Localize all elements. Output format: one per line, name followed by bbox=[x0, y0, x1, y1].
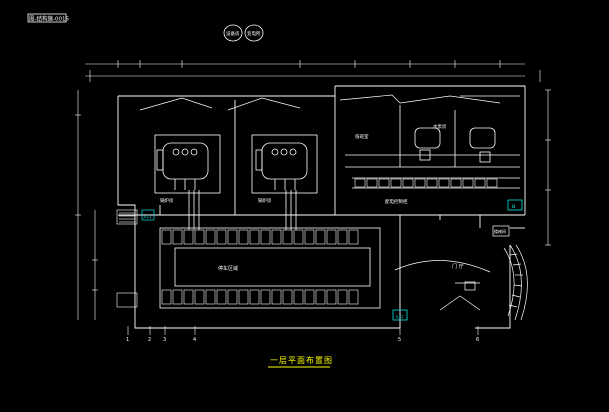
control-room-label: 值班室 bbox=[355, 133, 369, 140]
pump-room-label: 水泵房 bbox=[433, 123, 447, 130]
boiler-room-middle bbox=[251, 134, 318, 230]
left-stair bbox=[116, 209, 155, 308]
right-room-label: 门 厅 bbox=[452, 263, 464, 270]
parking-stalls-bottom bbox=[161, 289, 359, 305]
grid-axis-bottom bbox=[127, 326, 479, 335]
right-stair-ramp bbox=[394, 199, 528, 321]
badge-2: 变电所 bbox=[247, 30, 261, 37]
title-block-code: 图-结构施-0015 bbox=[29, 15, 69, 23]
control-cabinets bbox=[354, 178, 498, 188]
boiler-room-left-label: 锅炉房 bbox=[160, 197, 174, 204]
control-block bbox=[345, 105, 520, 189]
bottom-entry-label: 入口 bbox=[395, 314, 403, 319]
left-entry-label: 入口 bbox=[143, 214, 151, 219]
boiler-room-middle-label: 锅炉房 bbox=[258, 197, 272, 204]
badge-1: 设备房 bbox=[226, 30, 240, 37]
roof-lines bbox=[139, 94, 520, 111]
hall-center-label: 停车区域 bbox=[218, 265, 238, 272]
parking-stalls-top bbox=[161, 229, 359, 245]
drawing-title: 一层平面布置图 bbox=[270, 355, 333, 365]
grid-label-2: 2 bbox=[148, 337, 151, 343]
boiler-room-left bbox=[154, 134, 221, 230]
grid-label-6: 6 bbox=[476, 337, 479, 343]
right-dimension-line bbox=[545, 89, 551, 246]
grid-label-5: 5 bbox=[398, 337, 401, 343]
title-block: 图-结构施-0015 bbox=[27, 13, 69, 23]
grid-label-1: 1 bbox=[126, 337, 129, 343]
tag-b: B bbox=[512, 204, 515, 210]
top-dimension-line bbox=[85, 60, 541, 82]
bottom-entry bbox=[392, 309, 408, 321]
building-outline bbox=[117, 85, 526, 329]
control-panel-label: 配电控制柜 bbox=[385, 198, 408, 205]
central-hall bbox=[159, 227, 381, 309]
grid-label-4: 4 bbox=[193, 337, 196, 343]
grid-label-3: 3 bbox=[163, 337, 166, 343]
stair-room-label: 楼梯间 bbox=[494, 228, 506, 234]
left-dimension-line bbox=[75, 90, 98, 320]
header-badges: 设备房 变电所 bbox=[223, 24, 264, 42]
